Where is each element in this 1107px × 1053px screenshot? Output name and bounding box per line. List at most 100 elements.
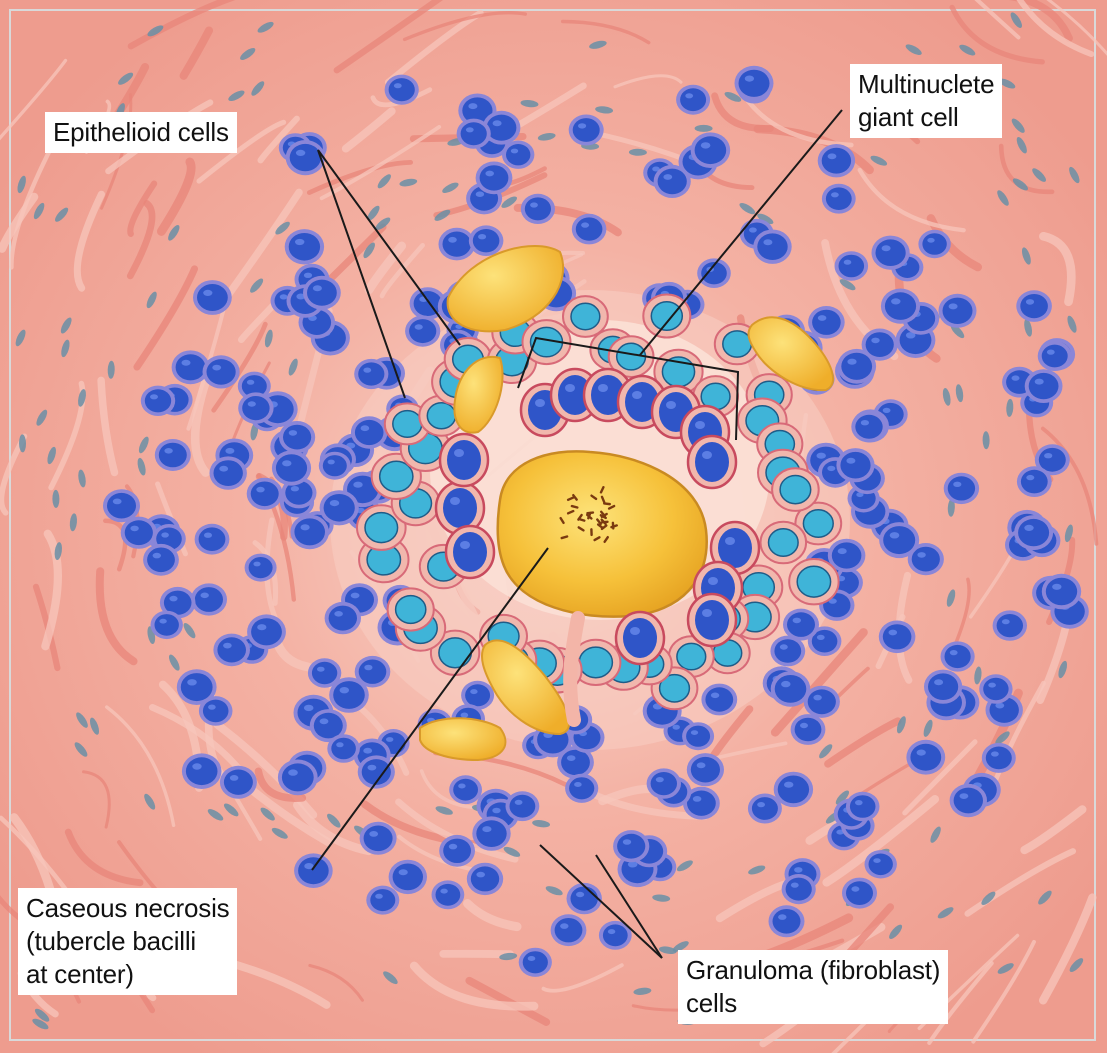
tissue-fiber <box>379 242 425 299</box>
stromal-nucleus <box>138 436 149 454</box>
tissue-fiber <box>402 10 527 42</box>
stromal-nucleus <box>288 358 298 376</box>
label-epithelioid-cells: Epithelioid cells <box>45 112 237 153</box>
tissue-fiber <box>211 321 268 413</box>
stromal-nucleus <box>327 813 341 828</box>
lymphocyte <box>388 859 427 895</box>
lymphocyte <box>834 251 869 281</box>
bacillus <box>603 502 611 506</box>
tissue-fiber <box>465 976 551 1026</box>
epithelioid-cell <box>759 520 808 565</box>
tissue-fiber <box>902 739 978 816</box>
tissue-fiber <box>974 0 1021 40</box>
stromal-nucleus <box>137 457 146 476</box>
lymphocyte <box>482 110 521 145</box>
epithelioid-cell <box>521 319 572 366</box>
stromal-nucleus <box>545 886 563 896</box>
yellow-deposit-4 <box>481 639 571 736</box>
lymphocyte <box>613 830 650 863</box>
epithelioid-cell <box>771 467 820 512</box>
lymphocyte <box>790 714 826 745</box>
tissue-fiber <box>1046 0 1107 56</box>
lymphocyte <box>864 850 897 879</box>
lymphocyte <box>879 522 920 559</box>
stromal-nucleus <box>36 409 48 426</box>
yellow-deposits <box>419 245 835 762</box>
stromal-nucleus <box>905 44 922 56</box>
tissue-fiber <box>333 0 444 74</box>
lymphocyte <box>461 680 495 710</box>
stromal-nucleus <box>955 384 964 403</box>
stromal-nucleus <box>60 317 72 334</box>
tissue-fiber <box>0 433 28 516</box>
lymphocyte <box>1016 290 1052 322</box>
lymphocyte <box>686 753 725 787</box>
stromal-nucleus <box>537 132 556 141</box>
epithelioid-cell <box>356 504 407 551</box>
lymphocyte <box>837 348 877 384</box>
lymphocyte <box>294 853 333 888</box>
stromal-nucleus <box>54 542 62 561</box>
tissue-fiber <box>1040 426 1099 546</box>
lymphocyte <box>979 674 1013 704</box>
label-multinucleate-giant-cell: Multinuclete giant cell <box>850 64 1003 138</box>
lymphocyte <box>861 328 898 361</box>
lymphocyte <box>768 905 805 938</box>
stromal-nucleus <box>61 339 70 358</box>
lymphocyte <box>237 371 271 401</box>
bacillus <box>600 495 606 504</box>
lymphocyte <box>880 288 921 324</box>
lymphocyte <box>143 543 179 576</box>
lymphocyte <box>190 583 227 616</box>
tissue-fiber <box>254 767 307 802</box>
stromal-nucleus <box>595 106 614 114</box>
epithelioid-cell <box>642 293 692 339</box>
lymphocyte <box>357 755 395 789</box>
stromal-nucleus <box>435 806 453 815</box>
stromal-nucleus <box>658 946 677 954</box>
lymphocyte <box>279 421 316 454</box>
tissue-fiber <box>1039 231 1076 307</box>
giant-cell-bracket <box>517 336 740 441</box>
tissue-fiber <box>613 74 683 89</box>
lymphocyte <box>324 601 361 635</box>
stromal-nucleus <box>32 1018 49 1030</box>
tissue-fiber <box>409 961 539 1011</box>
lymphocyte <box>783 608 819 641</box>
stromal-nucleus <box>1006 398 1014 417</box>
lymphocyte <box>871 235 910 270</box>
tissue-fiber <box>419 769 474 810</box>
stromal-nucleus <box>1069 166 1080 184</box>
stromal-nucleus <box>78 389 86 407</box>
lymphocyte <box>154 439 191 471</box>
yellow-deposit-1 <box>446 245 565 333</box>
bacillus <box>603 535 609 544</box>
lymphocyte <box>697 258 731 289</box>
stromal-nucleus <box>739 202 756 215</box>
tissue-fiber <box>1020 805 1087 855</box>
stromal-nucleus <box>52 489 60 508</box>
stromal-nucleus <box>950 324 965 339</box>
lymphocyte <box>246 477 283 510</box>
leader-granuloma-a <box>539 844 663 959</box>
lymphocyte <box>505 791 540 822</box>
stromal-nucleus <box>1038 890 1052 905</box>
stromal-nucleus <box>981 891 996 905</box>
epithelioid-cell <box>794 501 843 546</box>
giant-cell-nuclei <box>434 367 761 666</box>
tissue-fiber <box>306 160 414 195</box>
tissue-fiber <box>133 265 199 371</box>
lymphocyte <box>366 885 400 915</box>
stromal-nucleus <box>589 40 607 49</box>
leader-giant <box>639 109 843 356</box>
tissue-fiber <box>126 200 156 280</box>
tissue-fiber <box>463 899 522 932</box>
stromal-nucleus <box>34 1008 50 1022</box>
stromal-nucleus <box>997 190 1009 206</box>
tissue-fiber <box>824 717 902 768</box>
tissue-fiber <box>341 107 396 153</box>
stromal-nucleus <box>947 498 955 517</box>
tissue-fiber <box>0 58 68 141</box>
lymphocyte <box>318 451 351 480</box>
giant-cell-nucleus <box>686 592 738 648</box>
